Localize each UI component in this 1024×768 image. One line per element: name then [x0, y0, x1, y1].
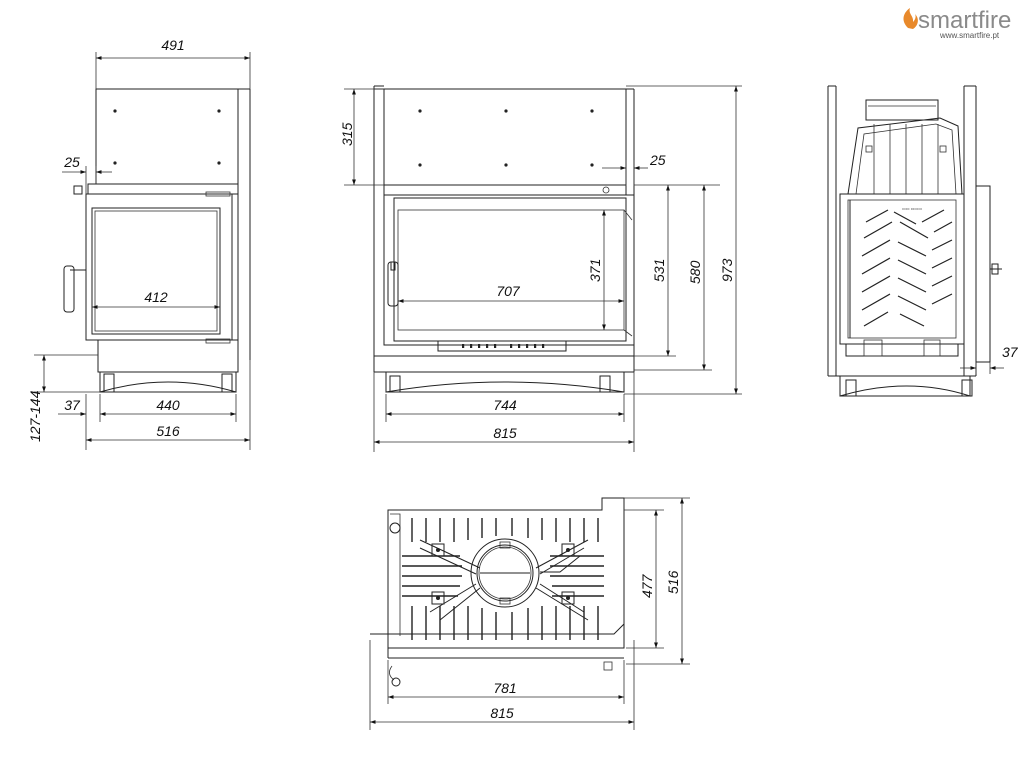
dim-37-right: 37: [1002, 344, 1019, 360]
dim-371: 371: [587, 259, 603, 282]
dim-440: 440: [156, 397, 180, 413]
dim-580: 580: [687, 260, 703, 284]
right-view: ▭▭ ▭▭▭: [827, 85, 1002, 397]
side-view-dimensions: 491 25 412 127-144 37 440 516: [27, 37, 251, 450]
dim-781: 781: [493, 680, 516, 696]
top-view-dimensions: 477 516 781 815: [369, 497, 690, 730]
dim-412: 412: [144, 289, 168, 305]
dim-491: 491: [161, 37, 184, 53]
top-view: [370, 497, 625, 687]
side-view: [63, 88, 251, 393]
dim-531: 531: [651, 259, 667, 282]
brand-name: smartfire: [918, 7, 1011, 34]
dim-127-144: 127-144: [27, 390, 43, 442]
front-view-dimensions: 315 25 371 707 531 580 973 744 815: [339, 85, 742, 452]
dim-744: 744: [493, 397, 517, 413]
dim-815-front: 815: [493, 425, 517, 441]
dim-516-side: 516: [156, 423, 180, 439]
flame-icon: [903, 8, 918, 29]
brand-url: www.smartfire.pt: [939, 31, 1000, 40]
dim-25-front: 25: [649, 152, 666, 168]
dim-815-top: 815: [490, 705, 514, 721]
dim-707: 707: [496, 283, 521, 299]
dim-37-side: 37: [64, 397, 81, 413]
dim-516-top: 516: [665, 570, 681, 594]
dim-315: 315: [339, 122, 355, 146]
svg-text:▭▭ ▭▭▭: ▭▭ ▭▭▭: [902, 206, 922, 211]
dim-25-side: 25: [63, 154, 80, 170]
brand-logo: smartfire www.smartfire.pt: [903, 7, 1011, 40]
right-view-dimensions: 37: [960, 344, 1019, 374]
dim-973: 973: [719, 258, 735, 282]
front-view: [373, 85, 635, 393]
dim-477: 477: [639, 573, 655, 598]
